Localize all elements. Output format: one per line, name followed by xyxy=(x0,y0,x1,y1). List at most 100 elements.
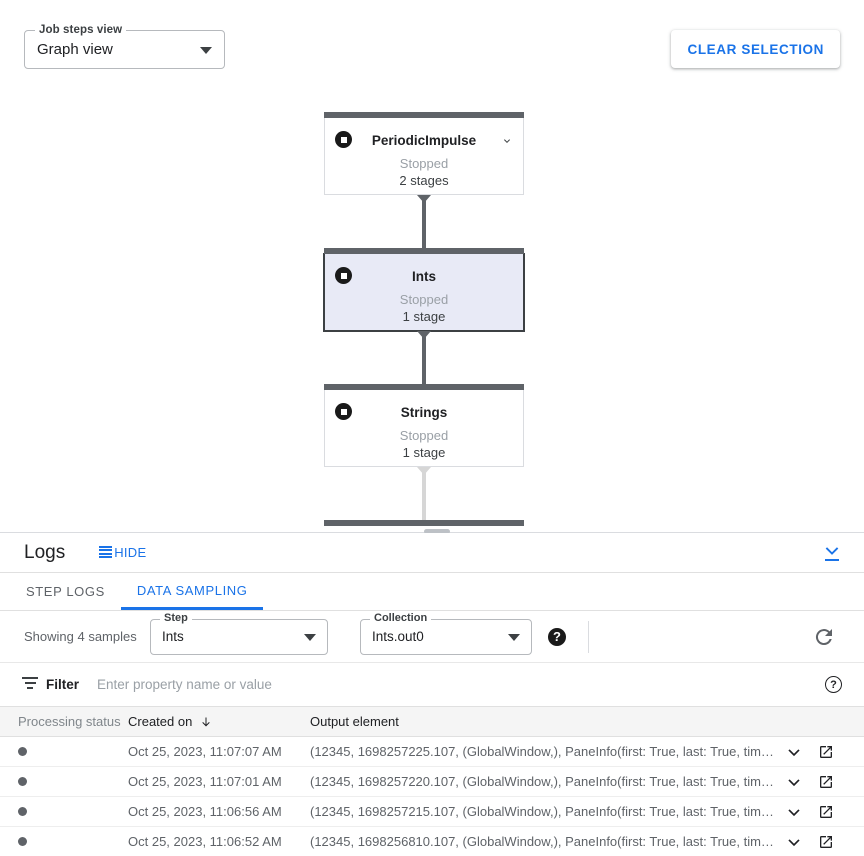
logs-panel: Logs HIDE STEP LOGS DATA SAMPLING Showin… xyxy=(0,533,864,856)
help-icon[interactable]: ? xyxy=(548,627,566,646)
table-row[interactable]: Oct 25, 2023, 11:06:52 AM (12345, 169825… xyxy=(0,827,864,856)
chevron-down-icon[interactable] xyxy=(786,744,802,760)
open-in-new-icon[interactable] xyxy=(818,774,834,790)
created-on-cell: Oct 25, 2023, 11:07:01 AM xyxy=(128,774,282,789)
filter-input[interactable] xyxy=(95,676,546,693)
created-on-cell: Oct 25, 2023, 11:07:07 AM xyxy=(128,744,282,759)
output-element-cell: (12345, 1698257215.107, (GlobalWindow,),… xyxy=(310,804,786,819)
row-actions xyxy=(786,774,864,790)
collection-select-label: Collection xyxy=(370,611,432,624)
job-steps-view-select[interactable]: Job steps view Graph view xyxy=(24,23,225,69)
status-dot-cell xyxy=(0,837,128,846)
filter-row[interactable]: Filter ? xyxy=(0,663,864,707)
refresh-icon[interactable] xyxy=(812,625,836,649)
help-outline-icon[interactable]: ? xyxy=(825,676,842,693)
graph-node-periodicimpulse[interactable]: PeriodicImpulse Stopped 2 stages xyxy=(324,112,524,195)
chevron-down-icon[interactable] xyxy=(786,774,802,790)
chevron-down-icon xyxy=(304,633,316,641)
status-dot-cell xyxy=(0,777,128,786)
column-header-created-on-label: Created on xyxy=(128,714,193,729)
graph-node-partial[interactable] xyxy=(324,520,524,526)
status-dot-icon xyxy=(18,837,27,846)
status-dot-cell xyxy=(0,747,128,756)
collapse-panel-button[interactable] xyxy=(820,541,844,565)
tab-data-sampling[interactable]: DATA SAMPLING xyxy=(120,573,264,610)
vertical-divider xyxy=(588,620,589,653)
graph-edge xyxy=(422,195,426,251)
tab-step-logs[interactable]: STEP LOGS xyxy=(10,573,121,610)
chevron-down-icon[interactable] xyxy=(786,804,802,820)
node-status: Stopped xyxy=(399,292,449,307)
created-on-cell: Oct 25, 2023, 11:06:56 AM xyxy=(128,804,282,819)
status-dot-icon xyxy=(18,777,27,786)
chevron-down-icon xyxy=(825,547,839,555)
clear-selection-button[interactable]: CLEAR SELECTION xyxy=(671,30,840,68)
sampling-controls: Showing 4 samples Step Ints Collection I… xyxy=(0,611,864,663)
graph-node-ints[interactable]: Ints Stopped 1 stage xyxy=(324,248,524,331)
node-title: PeriodicImpulse xyxy=(371,132,477,148)
table-header: Processing status Created on Output elem… xyxy=(0,707,864,737)
open-in-new-icon[interactable] xyxy=(818,834,834,850)
table-row[interactable]: Oct 25, 2023, 11:06:56 AM (12345, 169825… xyxy=(0,797,864,827)
hide-logs-button[interactable]: HIDE xyxy=(93,544,152,561)
status-dot-cell xyxy=(0,807,128,816)
column-header-processing-status[interactable]: Processing status xyxy=(18,714,121,729)
showing-samples-text: Showing 4 samples xyxy=(24,629,137,644)
column-header-created-on[interactable]: Created on xyxy=(128,714,310,729)
collapse-underline xyxy=(825,558,839,562)
node-status-bar xyxy=(324,112,524,118)
logs-tabs: STEP LOGS DATA SAMPLING xyxy=(0,573,864,611)
list-lines-icon xyxy=(99,545,113,560)
node-stages: 2 stages xyxy=(399,173,449,188)
graph-toolbar: Job steps view Graph view CLEAR SELECTIO… xyxy=(0,0,864,92)
chevron-down-icon[interactable] xyxy=(786,834,802,850)
node-title: Strings xyxy=(400,404,448,420)
graph-edge-arrow xyxy=(417,467,431,475)
stop-icon xyxy=(335,403,352,420)
table-body: Oct 25, 2023, 11:07:07 AM (12345, 169825… xyxy=(0,737,864,856)
step-select[interactable]: Step Ints xyxy=(150,611,328,655)
table-row[interactable]: Oct 25, 2023, 11:07:07 AM (12345, 169825… xyxy=(0,737,864,767)
collection-select-value: Ints.out0 xyxy=(372,628,424,644)
node-status-bar xyxy=(324,384,524,390)
created-on-cell: Oct 25, 2023, 11:06:52 AM xyxy=(128,834,282,849)
chevron-down-icon[interactable] xyxy=(501,135,513,147)
panel-resize-handle[interactable] xyxy=(424,529,450,534)
step-select-label: Step xyxy=(160,611,192,624)
graph-edge-arrow xyxy=(417,331,431,339)
step-select-value: Ints xyxy=(162,628,184,644)
collection-select[interactable]: Collection Ints.out0 xyxy=(360,611,532,655)
chevron-down-icon xyxy=(200,47,212,54)
graph-node-strings[interactable]: Strings Stopped 1 stage xyxy=(324,384,524,467)
open-in-new-icon[interactable] xyxy=(818,804,834,820)
logs-header: Logs HIDE xyxy=(0,533,864,573)
node-title: Ints xyxy=(411,268,436,284)
filter-label: Filter xyxy=(46,677,80,692)
job-steps-view-label: Job steps view xyxy=(35,23,127,37)
node-status-bar xyxy=(324,248,524,254)
output-element-cell: (12345, 1698257220.107, (GlobalWindow,),… xyxy=(310,774,786,789)
column-header-output-element[interactable]: Output element xyxy=(310,714,399,729)
output-element-cell: (12345, 1698256810.107, (GlobalWindow,),… xyxy=(310,834,786,849)
graph-panel: Job steps view Graph view CLEAR SELECTIO… xyxy=(0,0,864,532)
node-stages: 1 stage xyxy=(402,445,446,460)
node-status: Stopped xyxy=(399,156,449,171)
graph-edge xyxy=(422,331,426,387)
logs-title: Logs xyxy=(24,541,66,563)
status-dot-icon xyxy=(18,807,27,816)
status-dot-icon xyxy=(18,747,27,756)
stop-icon xyxy=(335,267,352,284)
row-actions xyxy=(786,834,864,850)
graph-edge-arrow xyxy=(417,195,431,203)
open-in-new-icon[interactable] xyxy=(818,744,834,760)
output-element-cell: (12345, 1698257225.107, (GlobalWindow,),… xyxy=(310,744,786,759)
node-stages: 1 stage xyxy=(402,309,446,324)
row-actions xyxy=(786,744,864,760)
table-row[interactable]: Oct 25, 2023, 11:07:01 AM (12345, 169825… xyxy=(0,767,864,797)
graph-canvas[interactable]: PeriodicImpulse Stopped 2 stages Ints St xyxy=(0,92,864,532)
stop-icon xyxy=(335,131,352,148)
filter-icon xyxy=(22,677,38,692)
node-status: Stopped xyxy=(399,428,449,443)
job-steps-view-value: Graph view xyxy=(37,41,113,58)
